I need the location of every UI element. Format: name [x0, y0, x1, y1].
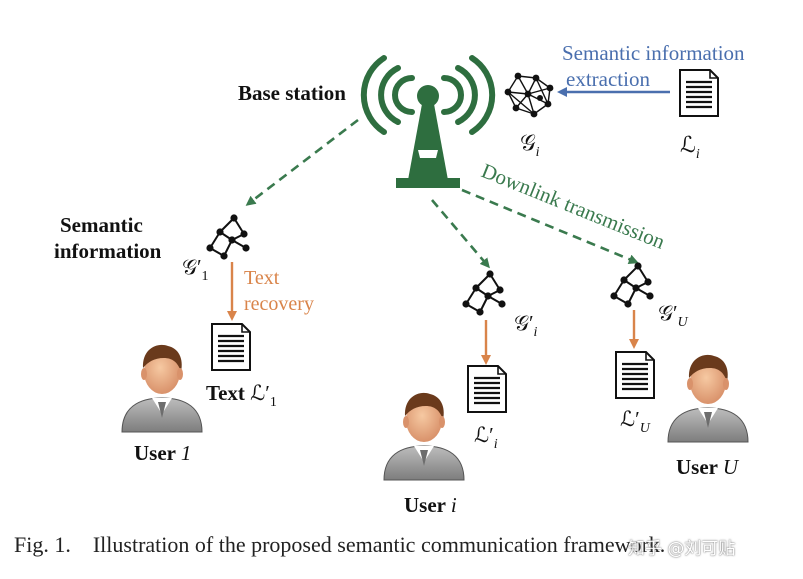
extraction-label-line1: Semantic information	[562, 41, 745, 65]
downlink-arrow-user-1	[245, 118, 359, 206]
recovered-text-label-user-U: ℒ′U	[620, 407, 651, 436]
figure-caption: Fig. 1. Illustration of the proposed sema…	[14, 532, 794, 558]
downlink-arrow-user-i	[431, 199, 490, 269]
source-document-label: ℒi	[680, 132, 700, 162]
received-graph-label-user-U: 𝒢′U	[658, 301, 689, 330]
semantic-info-label-line1: Semantic	[60, 213, 143, 237]
source-document-icon	[678, 68, 720, 118]
received-graph-label-user-1: 𝒢′1	[182, 255, 209, 284]
recovered-text-icon-user-i	[466, 364, 508, 414]
base-station-tower-icon	[360, 55, 496, 188]
received-graph-icon-user-1	[205, 213, 251, 261]
watermark: 知乎 @刘可贴	[628, 539, 736, 559]
user-1-avatar	[121, 344, 203, 433]
text-recovery-label-line1: Text	[244, 267, 280, 289]
downlink-label: Downlink transmission	[478, 158, 669, 254]
knowledge-graph-label: 𝒢i	[520, 130, 540, 160]
recovered-text-icon-user-1	[210, 322, 252, 372]
text-recovery-label-line2: recovery	[244, 293, 314, 315]
user-i-label: User i	[404, 493, 457, 517]
downlink-arrow-user-U	[461, 188, 639, 264]
semantic-info-label-line2: information	[54, 239, 162, 263]
received-graph-label-user-i: 𝒢′i	[514, 311, 538, 340]
received-graph-icon-user-i	[461, 269, 507, 317]
recovered-text-label-user-i: ℒ′i	[474, 423, 498, 452]
user-i-avatar	[383, 392, 465, 481]
user-U-avatar	[667, 354, 749, 443]
knowledge-graph-icon	[504, 72, 554, 118]
figure-caption-text: Illustration of the proposed semantic co…	[92, 532, 666, 557]
user-U-label: User U	[676, 455, 740, 479]
base-station-label: Base station	[238, 81, 346, 105]
recovered-text-icon-user-U	[614, 350, 656, 400]
recovered-text-label-user-1: Text ℒ′1	[206, 381, 277, 410]
figure-number: Fig. 1.	[14, 532, 71, 557]
received-graph-icon-user-U	[609, 261, 655, 309]
extraction-label-line2: extraction	[566, 67, 650, 91]
user-1-label: User 1	[134, 441, 191, 465]
